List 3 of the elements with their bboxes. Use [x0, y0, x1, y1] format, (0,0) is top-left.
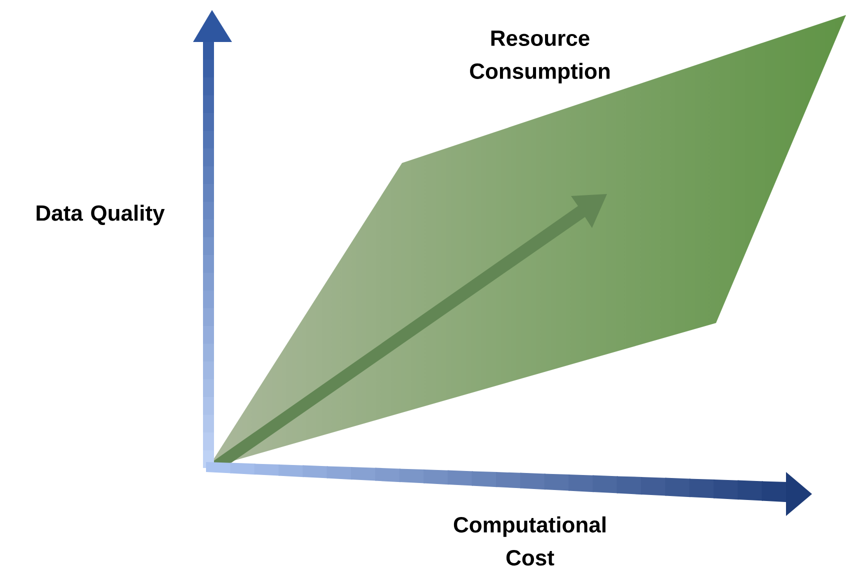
axis-label: Computational Cost: [454, 516, 606, 566]
axis-label: Data Quality: [36, 204, 165, 226]
axis-label: Resource Consumption: [470, 30, 610, 84]
